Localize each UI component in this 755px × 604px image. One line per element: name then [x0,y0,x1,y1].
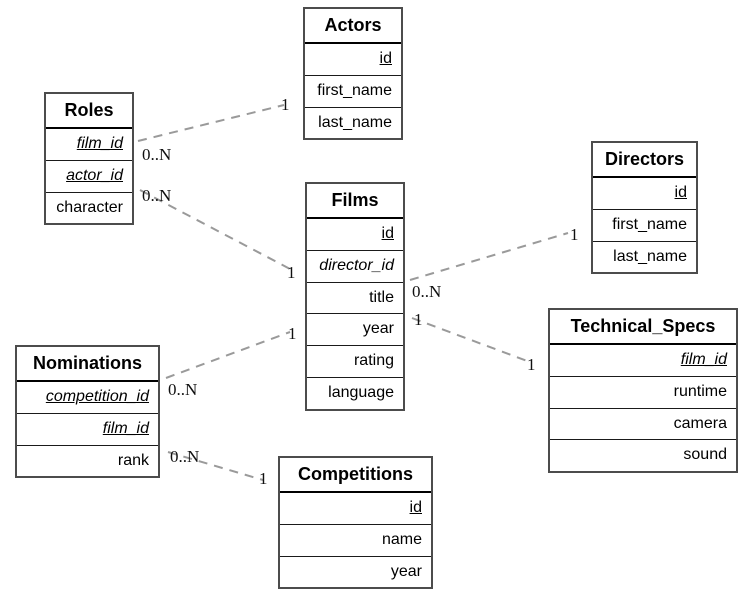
cardinality-target-films-technical_specs: 1 [527,355,536,374]
relationship-line-nominations-films [165,331,291,379]
attribute-roles-character[interactable]: character [46,192,132,224]
attribute-films-rating[interactable]: rating [307,346,403,378]
attribute-directors-last_name[interactable]: last_name [593,241,696,273]
cardinality-source-roles-films: 0..N [142,186,172,205]
attribute-nominations-film_id[interactable]: film_id [17,413,158,446]
attribute-films-year[interactable]: year [307,314,403,347]
entity-title-directors: Directors [593,143,696,178]
attribute-competitions-id[interactable]: id [280,493,431,525]
relationship-line-roles-films [139,189,293,271]
attribute-competitions-name[interactable]: name [280,524,431,557]
attribute-roles-actor_id[interactable]: actor_id [46,160,132,193]
attribute-directors-id[interactable]: id [593,178,696,210]
attribute-films-id[interactable]: id [307,219,403,251]
attribute-films-director_id[interactable]: director_id [307,250,403,283]
entity-title-actors: Actors [305,9,401,44]
cardinality-target-nominations-competitions: 1 [259,469,268,488]
cardinality-target-films-directors: 1 [570,225,579,244]
attribute-competitions-year[interactable]: year [280,556,431,588]
entity-title-roles: Roles [46,94,132,129]
entity-title-competitions: Competitions [280,458,431,493]
attribute-nominations-rank[interactable]: rank [17,445,158,477]
attribute-nominations-competition_id[interactable]: competition_id [17,382,158,414]
cardinality-source-nominations-films: 0..N [168,380,198,399]
entity-title-films: Films [307,184,403,219]
cardinality-target-roles-films: 1 [287,263,296,282]
attribute-technical_specs-runtime[interactable]: runtime [550,376,736,409]
attribute-technical_specs-sound[interactable]: sound [550,440,736,472]
attribute-directors-first_name[interactable]: first_name [593,209,696,242]
cardinality-source-roles-actors: 0..N [142,145,172,164]
attribute-actors-first_name[interactable]: first_name [305,75,401,108]
attribute-actors-last_name[interactable]: last_name [305,107,401,139]
cardinality-source-nominations-competitions: 0..N [170,447,200,466]
attribute-roles-film_id[interactable]: film_id [46,129,132,161]
cardinality-target-roles-actors: 1 [281,95,290,114]
relationship-line-films-directors [409,232,569,281]
attribute-films-language[interactable]: language [307,377,403,409]
relationship-line-nominations-competitions [167,451,264,481]
cardinality-source-films-directors: 0..N [412,282,442,301]
entity-title-nominations: Nominations [17,347,158,382]
attribute-films-title[interactable]: title [307,282,403,315]
cardinality-target-nominations-films: 1 [288,324,297,343]
relationship-line-roles-actors [137,104,285,142]
attribute-technical_specs-camera[interactable]: camera [550,408,736,441]
relationship-line-films-technical_specs [411,317,531,363]
cardinality-source-films-technical_specs: 1 [414,310,423,329]
attribute-actors-id[interactable]: id [305,44,401,76]
entity-title-technical_specs: Technical_Specs [550,310,736,345]
attribute-technical_specs-film_id[interactable]: film_id [550,345,736,377]
